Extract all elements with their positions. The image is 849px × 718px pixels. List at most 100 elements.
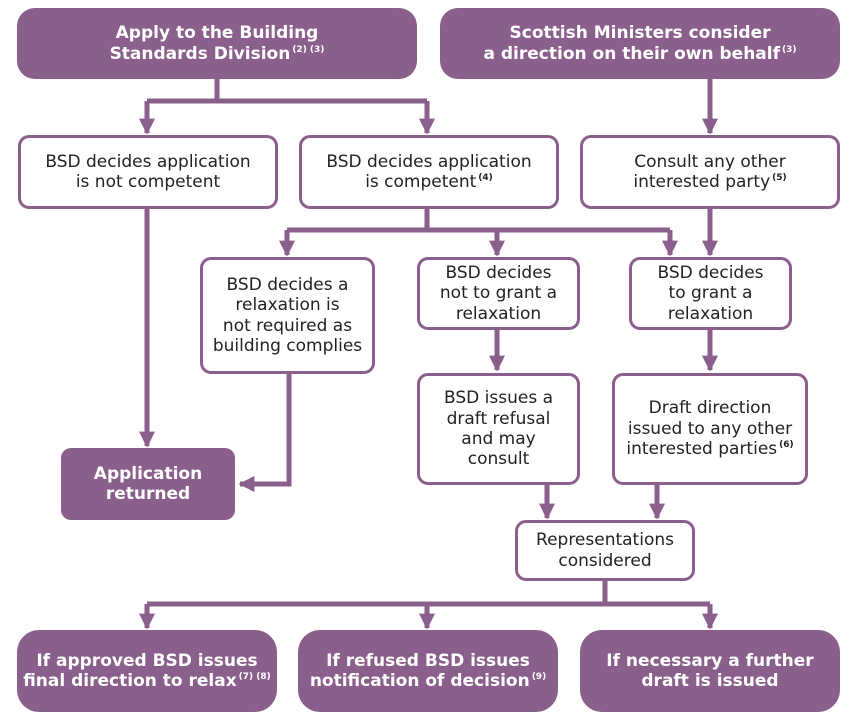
node-text-line: BSD decides application <box>45 152 250 172</box>
node-text-line: BSD issues a <box>444 388 553 408</box>
node-text-line: BSD decides application <box>326 152 531 172</box>
node-text-line: If approved BSD issues <box>36 651 257 671</box>
node-text-line: Standards Division(2) (3) <box>110 44 325 64</box>
footnote-ref: (2) (3) <box>292 44 325 55</box>
connector-competent-split <box>287 208 670 233</box>
node-text: BSD decides <box>445 262 552 283</box>
node-text-line: Apply to the Building <box>116 23 319 43</box>
node-text-line: draft refusal <box>447 409 551 429</box>
node-text-line: consult <box>468 449 530 469</box>
node-text: Standards Division <box>109 43 291 64</box>
footnote-ref: (9) <box>531 672 547 682</box>
node-text-line: building complies <box>213 336 362 356</box>
node-text: Draft direction <box>648 398 772 419</box>
footnote-ref: (6) <box>779 440 794 451</box>
node-text: is competent <box>365 172 477 192</box>
node-text: If refused BSD issues <box>326 650 530 671</box>
node-text-line: and may <box>461 429 535 449</box>
node-text-line: Application <box>94 464 202 484</box>
node-text: returned <box>105 484 191 504</box>
node-text-line: If refused BSD issues <box>326 651 530 671</box>
node-text-line: Representations <box>536 530 674 550</box>
node-text-line: returned <box>106 484 190 504</box>
arrow-not-required-to-returned <box>238 372 292 493</box>
node-text: Apply to the Building <box>115 23 319 44</box>
node-text: Representations <box>536 530 674 551</box>
footnote-ref: (3) <box>782 44 797 55</box>
node-text: interested parties <box>626 439 778 460</box>
footnote-ref: (4) <box>478 173 493 183</box>
node-text: is not competent <box>75 172 221 192</box>
node-text-line: relaxation <box>456 304 541 324</box>
node-text-line: Consult any other <box>634 152 785 172</box>
node-text: BSD decides <box>657 262 764 283</box>
node-text: not required as <box>222 315 353 336</box>
node-text: Consult any other <box>634 151 786 172</box>
footnote-ref: (5) <box>772 173 787 183</box>
node-text: Application <box>93 463 203 484</box>
node-text: relaxation <box>667 303 754 324</box>
node-text-line: a direction on their own behalf(3) <box>483 44 796 64</box>
node-text-line: relaxation <box>668 304 753 324</box>
node-text-line: not to grant a <box>440 283 557 303</box>
node-text-line: is not competent <box>76 172 220 192</box>
node-text: draft is issued <box>641 671 779 691</box>
node-text: BSD decides application <box>326 151 532 172</box>
node-text: BSD decides a <box>226 274 349 295</box>
node-text: final direction to relax <box>23 671 237 691</box>
footnote-ref: (7) (8) <box>238 672 271 682</box>
node-text: If necessary a further <box>606 650 814 671</box>
node-text: relaxation is <box>235 295 340 316</box>
node-text-line: interested party(5) <box>633 172 786 192</box>
node-text: BSD issues a <box>444 388 553 409</box>
node-text-line: interested parties(6) <box>626 439 793 459</box>
node-text: not to grant a <box>439 283 558 304</box>
node-text: If approved BSD issues <box>36 650 258 671</box>
node-text-line: BSD decides <box>445 263 551 283</box>
node-text-line: BSD decides <box>657 263 763 283</box>
node-text-line: If necessary a further <box>606 651 813 671</box>
node-text-line: Draft direction <box>649 398 772 418</box>
node-text: a direction on their own behalf <box>483 43 781 64</box>
node-text-line: Scottish Ministers consider <box>510 23 771 43</box>
node-text-line: not required as <box>223 316 352 336</box>
node-text-line: to grant a <box>669 283 753 303</box>
node-text: considered <box>558 550 652 571</box>
node-text-line: notification of decision(9) <box>310 671 546 691</box>
node-text: draft refusal <box>446 408 551 429</box>
node-text-line: issued to any other <box>628 419 792 439</box>
node-text: relaxation <box>455 303 542 324</box>
node-text: issued to any other <box>627 418 793 439</box>
node-text-line: is competent(4) <box>365 172 493 192</box>
node-text-line: relaxation is <box>235 295 339 315</box>
node-text-line: BSD decides a <box>227 275 349 295</box>
node-text: to grant a <box>668 283 753 304</box>
node-text: BSD decides application <box>45 151 251 172</box>
node-text: building complies <box>212 335 363 356</box>
node-text: interested party <box>633 172 771 192</box>
connector-apply-split <box>147 78 427 104</box>
node-text: and may <box>461 429 536 449</box>
node-text: consult <box>467 449 530 470</box>
node-text-line: final direction to relax(7) (8) <box>23 671 271 691</box>
node-text-line: draft is issued <box>641 671 778 691</box>
node-text: notification of decision <box>309 671 530 691</box>
connector-representations-split <box>147 580 710 607</box>
node-text-line: considered <box>558 551 651 571</box>
